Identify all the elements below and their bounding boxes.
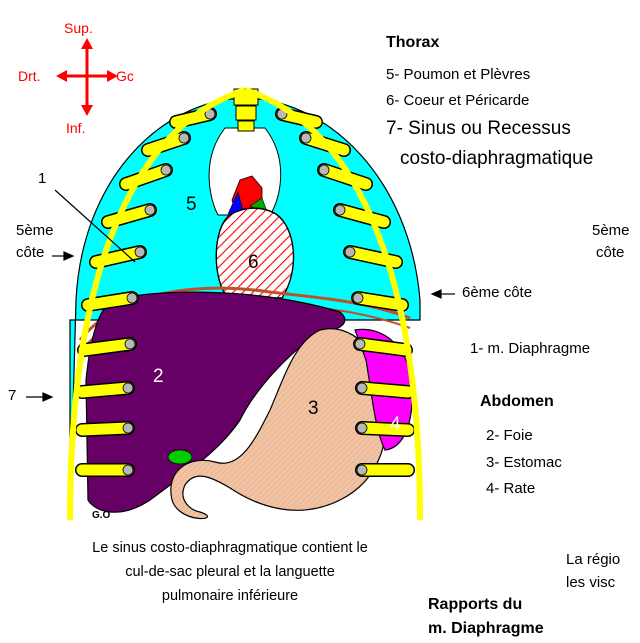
heart-number: 6 xyxy=(248,252,259,273)
rib-cartilage xyxy=(300,132,312,144)
rib xyxy=(120,164,172,190)
thorax-item-6: 6- Coeur et Péricarde xyxy=(386,92,530,109)
caption-line-1: Le sinus costo-diaphragmatique contient … xyxy=(92,540,368,556)
rib-cartilage xyxy=(178,132,190,144)
rib xyxy=(354,338,412,356)
rib-cartilage xyxy=(134,246,146,258)
rib-edge xyxy=(67,87,246,521)
fifth-rib-left-label-1: 5ème xyxy=(16,222,54,239)
thorax-item-5: 5- Poumon et Plèvres xyxy=(386,66,531,83)
orientation-left-label: Gc xyxy=(116,68,134,84)
thorax-item-7-line2: costo-diaphragmatique xyxy=(400,148,594,169)
rib-cartilage xyxy=(318,164,330,176)
rib-edge xyxy=(244,87,423,521)
abdomen-item-2: 2- Foie xyxy=(486,427,533,444)
sixth-rib-label: 6ème côte xyxy=(462,284,533,301)
spleen-number: 4 xyxy=(390,414,401,435)
thorax-item-7-line1: 7- Sinus ou Recessus xyxy=(386,118,571,139)
rib xyxy=(76,382,134,398)
rib xyxy=(352,292,408,311)
rib-cartilage xyxy=(122,422,134,434)
rib xyxy=(334,204,390,228)
rib xyxy=(76,422,134,436)
rib-cartilage xyxy=(122,464,134,476)
abdomen-item-4: 4- Rate xyxy=(486,480,536,497)
rib xyxy=(78,338,136,356)
abdomen-item-3: 3- Estomac xyxy=(486,454,562,471)
rib-cartilage xyxy=(356,464,368,476)
liver-shape xyxy=(85,291,346,513)
diaphragm-label: 1- m. Diaphragme xyxy=(470,340,591,357)
caption-line-3: pulmonaire inférieure xyxy=(161,588,299,604)
rib-cartilage xyxy=(124,338,136,350)
abdomen-title: Abdomen xyxy=(480,393,554,410)
orientation-right-label: Drt. xyxy=(18,68,41,84)
gallbladder-shape xyxy=(167,449,193,465)
region-text-line-2: les visc xyxy=(566,574,616,591)
rib-cartilage xyxy=(334,204,346,216)
liver-number: 2 xyxy=(153,366,164,387)
caption-line-2: cul-de-sac pleural et la languette xyxy=(125,564,335,580)
rapports-title-line-2: m. Diaphragme xyxy=(428,620,544,637)
region-text-line-1: La régio xyxy=(566,551,621,568)
heart-shape xyxy=(215,207,295,299)
rib-cartilage xyxy=(352,292,364,304)
rapports-title-line-1: Rapports du xyxy=(428,596,523,613)
rib xyxy=(356,382,414,398)
fifth-rib-left-label-2: côte xyxy=(16,244,45,261)
rib-cartilage xyxy=(144,204,156,216)
rib xyxy=(318,164,372,190)
rib xyxy=(356,422,414,436)
seventh-rib-number: 7 xyxy=(8,387,17,404)
rib xyxy=(82,292,138,311)
fifth-rib-right-label-2: côte xyxy=(596,244,625,261)
rib-cartilage xyxy=(356,382,368,394)
rib-cartilage xyxy=(356,422,368,434)
rib-cartilage xyxy=(160,164,172,176)
diaphragm-pointer-number: 1 xyxy=(38,170,47,187)
orientation-cross xyxy=(56,38,118,116)
ribs xyxy=(67,87,423,521)
thorax-title: Thorax xyxy=(386,34,440,51)
fifth-rib-right-label-1: 5ème xyxy=(592,222,630,239)
rib-cartilage xyxy=(126,292,138,304)
orientation-sup-label: Sup. xyxy=(64,20,93,36)
go-label: G.O xyxy=(92,510,111,521)
pointer-lines xyxy=(26,189,455,402)
rib-cartilage xyxy=(344,246,356,258)
stomach-number: 3 xyxy=(308,398,319,419)
lung-number: 5 xyxy=(186,194,197,215)
rib-cartilage xyxy=(354,338,366,350)
orientation-inf-label: Inf. xyxy=(66,120,86,136)
rib-cartilage xyxy=(122,382,134,394)
